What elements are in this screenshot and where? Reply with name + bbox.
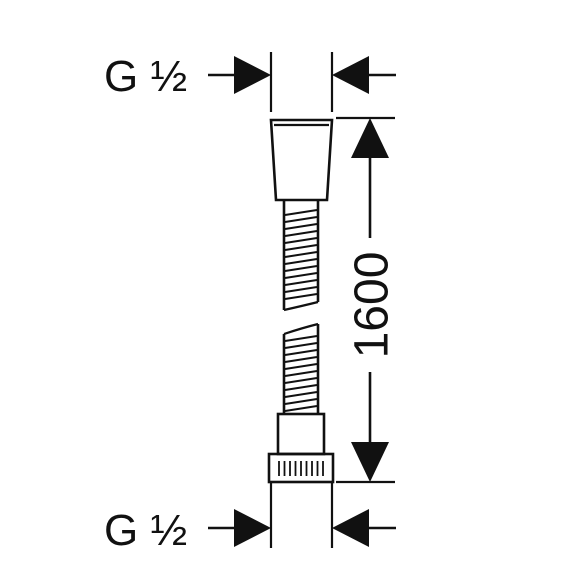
bottom-thread-dimension xyxy=(208,482,396,548)
hose-coil-stroke xyxy=(284,223,318,230)
hose-coil-stroke xyxy=(284,363,318,370)
top-fitting-body xyxy=(269,118,334,202)
hose-coil-stroke xyxy=(284,398,318,405)
length-dimension-label: 1600 xyxy=(346,252,399,359)
hose-coil-stroke xyxy=(284,272,318,279)
hose-coil-stroke xyxy=(284,293,318,300)
top-left-arrowhead-icon xyxy=(234,56,271,94)
bottom-fitting xyxy=(267,412,335,484)
bottom-thread-label: G ½ xyxy=(104,506,187,555)
bottom-left-arrowhead-icon xyxy=(234,509,271,547)
hose-coil-stroke xyxy=(284,244,318,251)
length-dimension: 1600 xyxy=(336,116,399,484)
top-fitting xyxy=(269,118,334,202)
top-thread-dimension xyxy=(208,52,396,112)
hose-coil-stroke xyxy=(284,258,318,265)
hose-coil-stroke xyxy=(284,349,318,356)
hose-lower-coils xyxy=(284,335,318,412)
hose-lower-break xyxy=(283,322,319,336)
hose-coil-stroke xyxy=(284,216,318,223)
hose-coil-stroke xyxy=(284,356,318,363)
hose-coil-stroke xyxy=(284,370,318,377)
hose-coil-stroke xyxy=(284,209,318,216)
top-right-arrowhead-icon xyxy=(332,56,369,94)
hose-coil-stroke xyxy=(284,342,318,349)
bottom-fitting-sleeve xyxy=(276,412,326,456)
length-bottom-arrowhead-icon xyxy=(351,442,389,482)
hose-coil-stroke xyxy=(284,265,318,272)
hose-coil-stroke xyxy=(284,335,318,342)
hose-upper-coils xyxy=(284,209,318,300)
hose-upper-segment xyxy=(282,200,320,312)
hose-coil-stroke xyxy=(284,391,318,398)
hose-coil-stroke xyxy=(284,230,318,237)
bottom-right-arrowhead-icon xyxy=(332,509,369,547)
hose-lower-segment xyxy=(282,322,320,414)
top-thread-label: G ½ xyxy=(104,52,187,101)
hose-coil-stroke xyxy=(284,279,318,286)
hose-coil-stroke xyxy=(284,384,318,391)
hose-coil-stroke xyxy=(284,237,318,244)
hose-coil-stroke xyxy=(284,405,318,412)
hose-coil-stroke xyxy=(284,251,318,258)
hose-coil-stroke xyxy=(284,286,318,293)
hose-upper-break xyxy=(283,300,319,312)
bottom-fitting-nut xyxy=(267,452,335,484)
length-top-arrowhead-icon xyxy=(351,118,389,158)
bottom-fitting-knurl xyxy=(278,461,324,476)
hose-coil-stroke xyxy=(284,377,318,384)
